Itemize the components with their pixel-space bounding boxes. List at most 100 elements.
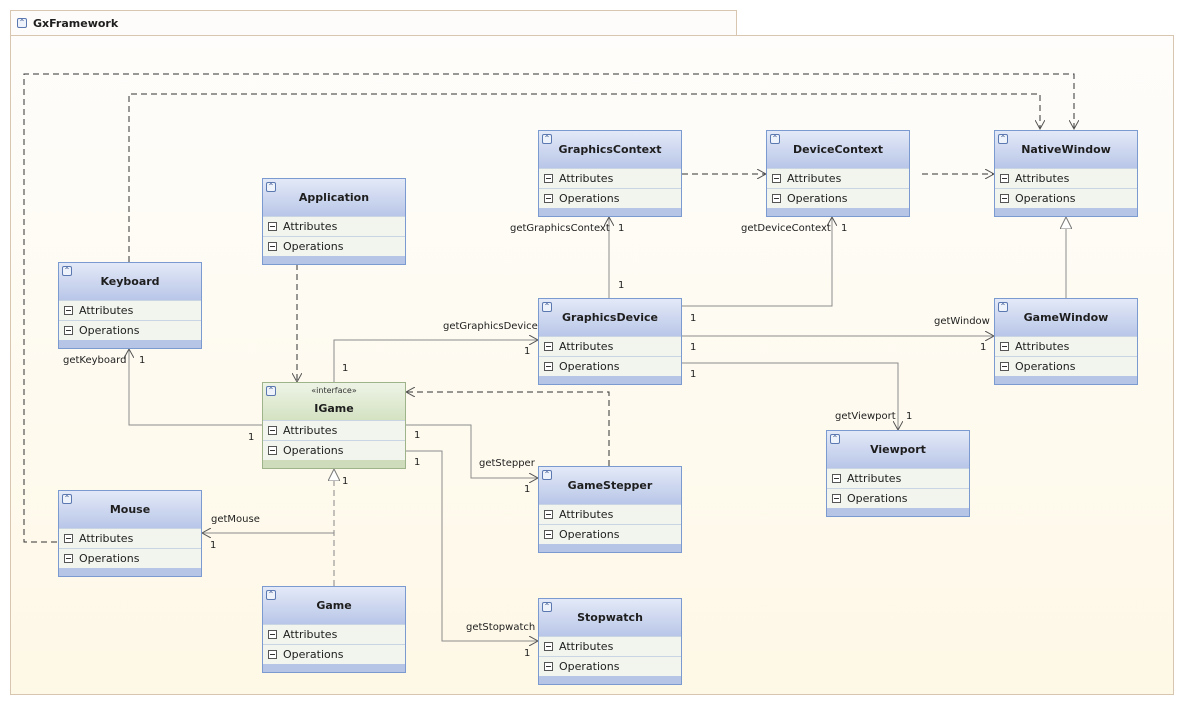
multiplicity-label: 1 bbox=[618, 223, 625, 234]
class-name: Keyboard bbox=[100, 275, 160, 288]
collapse-minus-icon[interactable] bbox=[64, 554, 73, 563]
attributes-compartment[interactable]: Attributes bbox=[767, 168, 909, 188]
collapse-chevron-icon[interactable]: ⌃ bbox=[542, 302, 552, 312]
assoc-igame-gamestepper bbox=[406, 424, 538, 478]
collapse-chevron-icon[interactable]: ⌃ bbox=[62, 266, 72, 276]
attributes-compartment[interactable]: Attributes bbox=[539, 636, 681, 656]
collapse-chevron-icon[interactable]: ⌃ bbox=[62, 494, 72, 504]
operations-compartment[interactable]: Operations bbox=[827, 488, 969, 508]
class-devicecontext[interactable]: ⌃DeviceContext Attributes Operations bbox=[766, 130, 910, 217]
class-name: Game bbox=[316, 599, 352, 612]
class-gamestepper[interactable]: ⌃GameStepper Attributes Operations bbox=[538, 466, 682, 553]
class-graphicscontext[interactable]: ⌃GraphicsContext Attributes Operations bbox=[538, 130, 682, 217]
class-application[interactable]: ⌃Application Attributes Operations bbox=[262, 178, 406, 265]
attributes-compartment[interactable]: Attributes bbox=[539, 504, 681, 524]
compartment-label: Operations bbox=[283, 444, 344, 457]
attributes-compartment[interactable]: Attributes bbox=[539, 336, 681, 356]
operations-compartment[interactable]: Operations bbox=[59, 548, 201, 568]
collapse-minus-icon[interactable] bbox=[64, 326, 73, 335]
operations-compartment[interactable]: Operations bbox=[263, 440, 405, 460]
collapse-chevron-icon[interactable]: ⌃ bbox=[542, 602, 552, 612]
compartment-label: Attributes bbox=[283, 220, 338, 233]
collapse-minus-icon[interactable] bbox=[832, 474, 841, 483]
collapse-chevron-icon[interactable]: ⌃ bbox=[17, 18, 27, 28]
collapse-minus-icon[interactable] bbox=[268, 650, 277, 659]
collapse-minus-icon[interactable] bbox=[64, 306, 73, 315]
collapse-minus-icon[interactable] bbox=[544, 510, 553, 519]
operations-compartment[interactable]: Operations bbox=[263, 644, 405, 664]
operations-compartment[interactable]: Operations bbox=[539, 524, 681, 544]
class-stopwatch[interactable]: ⌃Stopwatch Attributes Operations bbox=[538, 598, 682, 685]
collapse-chevron-icon[interactable]: ⌃ bbox=[542, 134, 552, 144]
collapse-minus-icon[interactable] bbox=[268, 426, 277, 435]
operations-compartment[interactable]: Operations bbox=[995, 188, 1137, 208]
collapse-minus-icon[interactable] bbox=[544, 362, 553, 371]
attributes-compartment[interactable]: Attributes bbox=[827, 468, 969, 488]
class-gamewindow[interactable]: ⌃ GameWindow Attributes Operations bbox=[994, 298, 1138, 385]
collapse-minus-icon[interactable] bbox=[832, 494, 841, 503]
compartment-label: Attributes bbox=[79, 304, 134, 317]
multiplicity-label: 1 bbox=[342, 476, 349, 487]
collapse-minus-icon[interactable] bbox=[1000, 342, 1009, 351]
class-nativewindow[interactable]: ⌃ NativeWindow Attributes Operations bbox=[994, 130, 1138, 217]
collapse-minus-icon[interactable] bbox=[772, 174, 781, 183]
collapse-minus-icon[interactable] bbox=[544, 194, 553, 203]
collapse-chevron-icon[interactable]: ⌃ bbox=[542, 470, 552, 480]
collapse-minus-icon[interactable] bbox=[544, 174, 553, 183]
operations-compartment[interactable]: Operations bbox=[539, 656, 681, 676]
collapse-minus-icon[interactable] bbox=[268, 222, 277, 231]
collapse-minus-icon[interactable] bbox=[544, 530, 553, 539]
collapse-minus-icon[interactable] bbox=[268, 446, 277, 455]
class-keyboard[interactable]: ⌃ Keyboard Attributes Operations bbox=[58, 262, 202, 349]
multiplicity-label: 1 bbox=[690, 342, 697, 353]
attributes-compartment[interactable]: Attributes bbox=[539, 168, 681, 188]
collapse-minus-icon[interactable] bbox=[1000, 362, 1009, 371]
operations-compartment[interactable]: Operations bbox=[539, 188, 681, 208]
attributes-compartment[interactable]: Attributes bbox=[59, 300, 201, 320]
collapse-chevron-icon[interactable]: ⌃ bbox=[830, 434, 840, 444]
class-name: GameWindow bbox=[1023, 311, 1109, 324]
operations-compartment[interactable]: Operations bbox=[995, 356, 1137, 376]
collapse-chevron-icon[interactable]: ⌃ bbox=[998, 302, 1008, 312]
class-mouse[interactable]: ⌃Mouse Attributes Operations bbox=[58, 490, 202, 577]
class-viewport[interactable]: ⌃Viewport Attributes Operations bbox=[826, 430, 970, 517]
operations-compartment[interactable]: Operations bbox=[767, 188, 909, 208]
class-graphicsdevice[interactable]: ⌃GraphicsDevice Attributes Operations bbox=[538, 298, 682, 385]
collapse-chevron-icon[interactable]: ⌃ bbox=[998, 134, 1008, 144]
attributes-compartment[interactable]: Attributes bbox=[59, 528, 201, 548]
collapse-minus-icon[interactable] bbox=[1000, 174, 1009, 183]
collapse-minus-icon[interactable] bbox=[772, 194, 781, 203]
collapse-minus-icon[interactable] bbox=[544, 342, 553, 351]
collapse-minus-icon[interactable] bbox=[1000, 194, 1009, 203]
collapse-chevron-icon[interactable]: ⌃ bbox=[266, 386, 276, 396]
multiplicity-label: 1 bbox=[980, 342, 987, 353]
collapse-chevron-icon[interactable]: ⌃ bbox=[770, 134, 780, 144]
collapse-minus-icon[interactable] bbox=[268, 630, 277, 639]
class-name: NativeWindow bbox=[1021, 143, 1111, 156]
operations-compartment[interactable]: Operations bbox=[539, 356, 681, 376]
stereotype-label: «interface» bbox=[311, 386, 357, 395]
compartment-label: Operations bbox=[847, 492, 908, 505]
multiplicity-label: 1 bbox=[690, 313, 697, 324]
assoc-igame-graphicsdevice bbox=[333, 340, 538, 382]
class-game[interactable]: ⌃ Game Attributes Operations bbox=[262, 586, 406, 673]
attributes-compartment[interactable]: Attributes bbox=[995, 336, 1137, 356]
operations-compartment[interactable]: Operations bbox=[59, 320, 201, 340]
attributes-compartment[interactable]: Attributes bbox=[263, 216, 405, 236]
attributes-compartment[interactable]: Attributes bbox=[263, 420, 405, 440]
compartment-label: Operations bbox=[559, 528, 620, 541]
attributes-compartment[interactable]: Attributes bbox=[995, 168, 1137, 188]
interface-igame[interactable]: ⌃ «interface» IGame Attributes Operation… bbox=[262, 382, 406, 469]
collapse-minus-icon[interactable] bbox=[544, 662, 553, 671]
collapse-chevron-icon[interactable]: ⌃ bbox=[266, 182, 276, 192]
collapse-minus-icon[interactable] bbox=[64, 534, 73, 543]
assoc-igame-stopwatch bbox=[406, 450, 538, 641]
collapse-minus-icon[interactable] bbox=[544, 642, 553, 651]
collapse-chevron-icon[interactable]: ⌃ bbox=[266, 590, 276, 600]
attributes-compartment[interactable]: Attributes bbox=[263, 624, 405, 644]
role-label: getWindow bbox=[934, 316, 990, 327]
compartment-label: Operations bbox=[79, 324, 140, 337]
collapse-minus-icon[interactable] bbox=[268, 242, 277, 251]
operations-compartment[interactable]: Operations bbox=[263, 236, 405, 256]
